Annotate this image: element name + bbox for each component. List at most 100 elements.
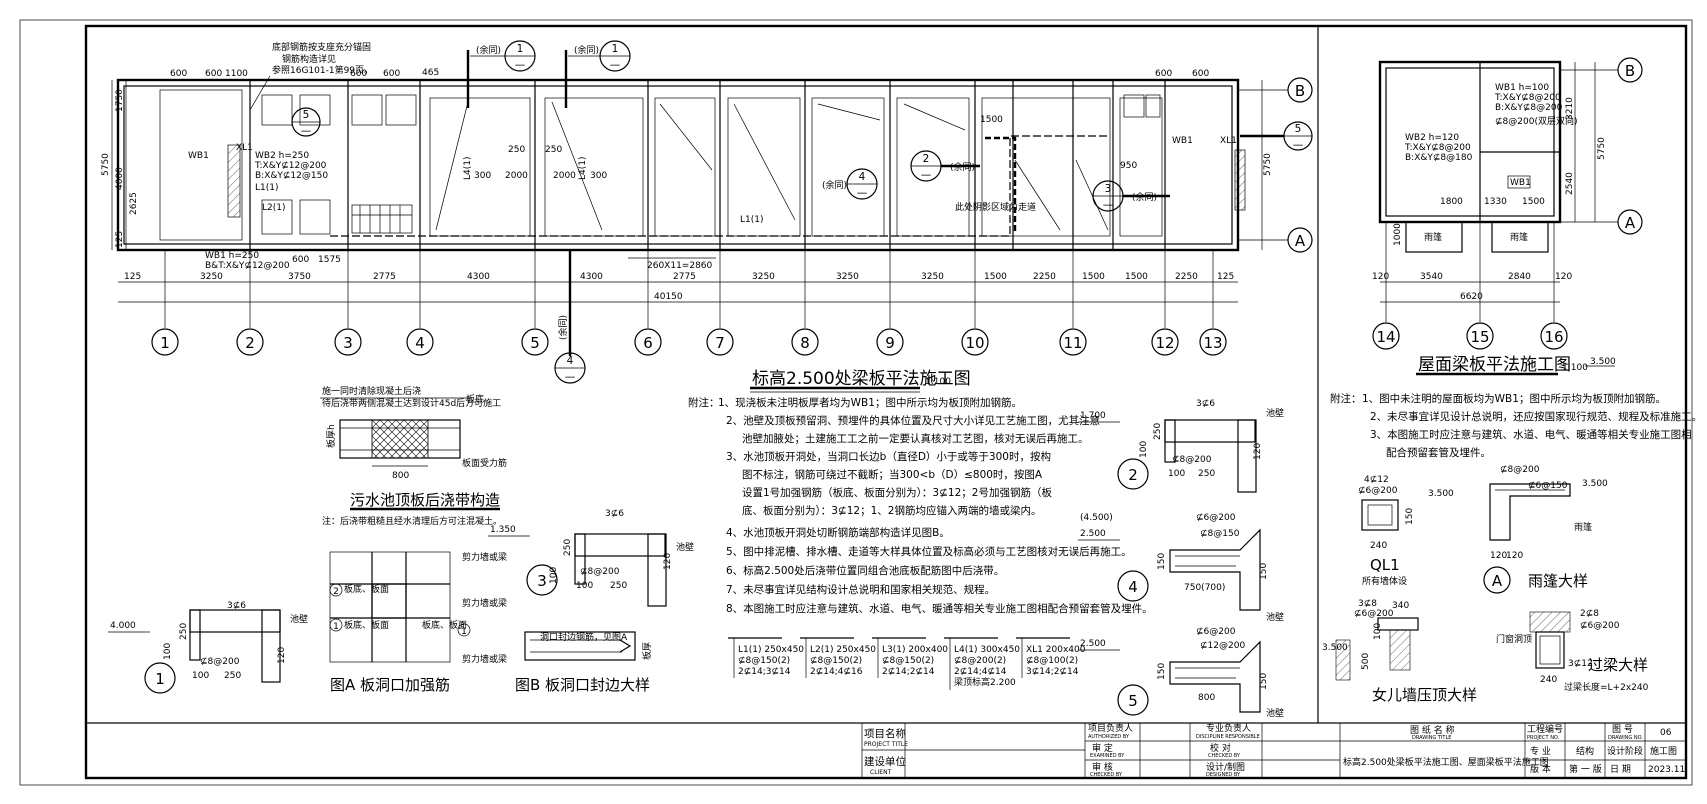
notes-main-1: 1、现浇板未注明板厚者均为WB1；图中所示均为板顶附加钢筋。 <box>718 396 1022 409</box>
d4-t: 150 <box>1259 563 1269 580</box>
detail-canopy: ⊈8@200 ⊈6@150 3.500 120 120 雨篷 A 雨篷大样 <box>1483 465 1608 594</box>
hd-title: 污水池顶板后浇带构造 <box>350 491 500 509</box>
plan-dim-250-b: 250 <box>545 145 562 155</box>
tb-c1-en-2: CHECKED BY <box>1090 772 1123 778</box>
d4-lab: 池壁 <box>1266 611 1284 623</box>
ga-l1: 板底、板面 <box>344 583 389 595</box>
roof-span-1: 3540 <box>1420 272 1443 282</box>
notes-main: 附注： 1、现浇板未注明板厚者均为WB1；图中所示均为板顶附加钢筋。 2、池壁及… <box>688 396 1153 615</box>
ql1-stir: ⊈6@200 <box>1358 486 1398 496</box>
d1-h2: 100 <box>163 643 173 660</box>
section-tag-4a-num: 4 <box>859 171 866 183</box>
d2-w1: 100 <box>1168 469 1185 479</box>
tb-project-no-en: PROJECT NO. <box>1527 735 1560 741</box>
ga-n1: 1 <box>333 622 339 632</box>
section-tag-4a-dir: — <box>857 187 868 199</box>
ql1-top: 4⊈12 <box>1364 475 1389 485</box>
d3-stir: ⊈8@200 <box>580 567 620 577</box>
gl-note: 过梁长度=L+2x240 <box>1564 681 1649 693</box>
roof-axis-15: 15 <box>1470 328 1489 346</box>
hd-note3: 注：后浇带粗糙且经水清理后方可注混凝土。 <box>322 515 502 527</box>
plan-label-wb1h: WB1 h=250 <box>205 251 259 261</box>
roof-inner-dim-1: 1800 <box>1440 197 1463 207</box>
ga-l3: 剪力墙或梁 <box>462 551 507 563</box>
tb-c1-en-1: EXAMINED BY <box>1090 753 1125 759</box>
notes-main-5: 5、图中排泥槽、排水槽、走道等大样具体位置及标高必须与工艺图核对无误后再施工。 <box>726 545 1132 558</box>
plan-label-xl1-left: XL1 <box>236 143 253 153</box>
detail-4: (4.500) 2.500 ⊈6@200 ⊈8@150 750(700) 150… <box>1078 513 1284 623</box>
roof-edge-right: 120 <box>1555 272 1572 282</box>
notes-main-3: 3、水池顶板开洞处，当洞口长边b（直径D）小于或等于300时，按构 <box>726 450 1051 463</box>
plan-edge-dim-right: 125 <box>1217 272 1234 282</box>
plan-label-xl1-right: XL1 <box>1220 136 1237 146</box>
plan-dim-1500-r: 1500 <box>980 115 1003 125</box>
section-tag-1a: 1 — (余同) <box>466 40 536 108</box>
section-tag-5-right: 5 <box>1295 123 1302 135</box>
plan-label-l1: L1(1) <box>255 183 279 193</box>
roof-right-dim-1: 3210 <box>1565 97 1575 120</box>
axis-6: 6 <box>643 334 653 352</box>
row-marker-a <box>1287 227 1313 253</box>
roof-plan-level: 3.500 <box>1590 357 1616 367</box>
d1-t: 120 <box>277 647 287 664</box>
plan-left-dim-2625: 2625 <box>129 192 139 215</box>
section-tag-4a-note: (余同) <box>822 179 847 191</box>
d2-t: 120 <box>1253 443 1263 460</box>
d1-stir: ⊈8@200 <box>200 657 240 667</box>
gb-l1: 洞口封边钢筋，见图A <box>540 631 628 643</box>
plan-dim-465: 465 <box>422 68 439 78</box>
section-tag-3-num: 3 <box>1105 183 1112 195</box>
axis-9: 9 <box>885 334 895 352</box>
plan-label-wb2: WB2 h=250 <box>255 151 309 161</box>
plan-right-total: 5750 <box>1263 153 1273 176</box>
row-label-a: A <box>1295 232 1306 250</box>
axis-8: 8 <box>800 334 810 352</box>
tb-c1-en-0: AUTHORIZED BY <box>1088 734 1130 740</box>
tb-c2-0: 专业负责人 <box>1206 722 1251 734</box>
d1-w2: 250 <box>224 671 241 681</box>
span-dim-9: 3250 <box>921 272 944 282</box>
ga-l2: 板底、板面 <box>344 619 389 631</box>
d3-h1: 250 <box>563 539 573 556</box>
plan-dim-950: 950 <box>1120 161 1137 171</box>
hd-note1: 施一同时清除现凝土后浇 <box>322 385 421 397</box>
span-dim-2: 3750 <box>288 272 311 282</box>
yp-level: 3.500 <box>1582 479 1608 489</box>
beam-table: L1(1) 250x450 ⊈8@150(2) 2⊈14;3⊈14 L2(1) … <box>728 637 1086 690</box>
ga-n1b: 1 <box>461 627 467 637</box>
d5-num: 5 <box>1128 692 1138 710</box>
detail-post-pour-strip: 施一同时清除现凝土后浇 待后浇带两侧混凝土达到设计45d后方可施工 板厚h 板底… <box>320 385 507 527</box>
ne-h: 500 <box>1361 653 1371 670</box>
section-tag-5-left-num: 5 <box>303 109 310 121</box>
hd-width: 800 <box>392 471 409 481</box>
roof-right-total: 5750 <box>1597 137 1607 160</box>
notes-main-3d: 底、板面分别为）：3⊈12；1、2钢筋均应锚入两端的墙或梁内。 <box>742 504 1041 517</box>
beam-4-extra: 梁顶标高2.200 <box>954 676 1016 688</box>
notes-main-3b: 图不标注，钢筋可绕过不截断；当300<b（D）≤800时，按图A <box>742 468 1043 481</box>
roof-canopy-right: 雨篷 <box>1510 231 1528 243</box>
section-tag-5-right-dir: — <box>1293 139 1304 151</box>
roof-right-dim-2: 2540 <box>1565 172 1575 195</box>
ga-n2: 2 <box>333 587 339 597</box>
roof-wb2-t: T:X&Y⊈8@200 <box>1404 143 1471 153</box>
beam-4-stir: ⊈8@200(2) <box>954 656 1006 666</box>
detail-3: 1.350 3⊈6 ⊈8@200 100 250 250 100 120 池壁 … <box>488 509 694 607</box>
span-dim-11: 2250 <box>1033 272 1056 282</box>
ql1-w: 240 <box>1370 541 1387 551</box>
plan-top-dim-600-2: 600 <box>205 69 222 79</box>
section-tag-1b-note: (余同) <box>574 44 599 56</box>
axis-13: 13 <box>1203 334 1222 352</box>
beam-5-rebar: 3⊈14;2⊈14 <box>1026 667 1079 677</box>
span-dim-12: 1500 <box>1082 272 1105 282</box>
roof-dim-1000: 1000 <box>1393 223 1403 246</box>
plan-bot-dim-600: 600 <box>292 255 309 265</box>
roof-inner-dim-3: 1500 <box>1522 197 1545 207</box>
span-dim-6: 2775 <box>673 272 696 282</box>
d3-w1: 100 <box>576 581 593 591</box>
section-tag-1a-dir: — <box>515 59 526 71</box>
notes-main-head: 附注： <box>688 396 720 409</box>
tb-drawing-name: 标高2.500处梁板平法施工图、屋面梁板平法施工图 <box>1343 756 1549 768</box>
detail-figure-a: 2 1 1 板底、板面 板底、板面 板底、板面 剪力墙或梁 剪力墙或梁 剪力墙或… <box>329 551 507 694</box>
axis-7: 7 <box>715 334 725 352</box>
